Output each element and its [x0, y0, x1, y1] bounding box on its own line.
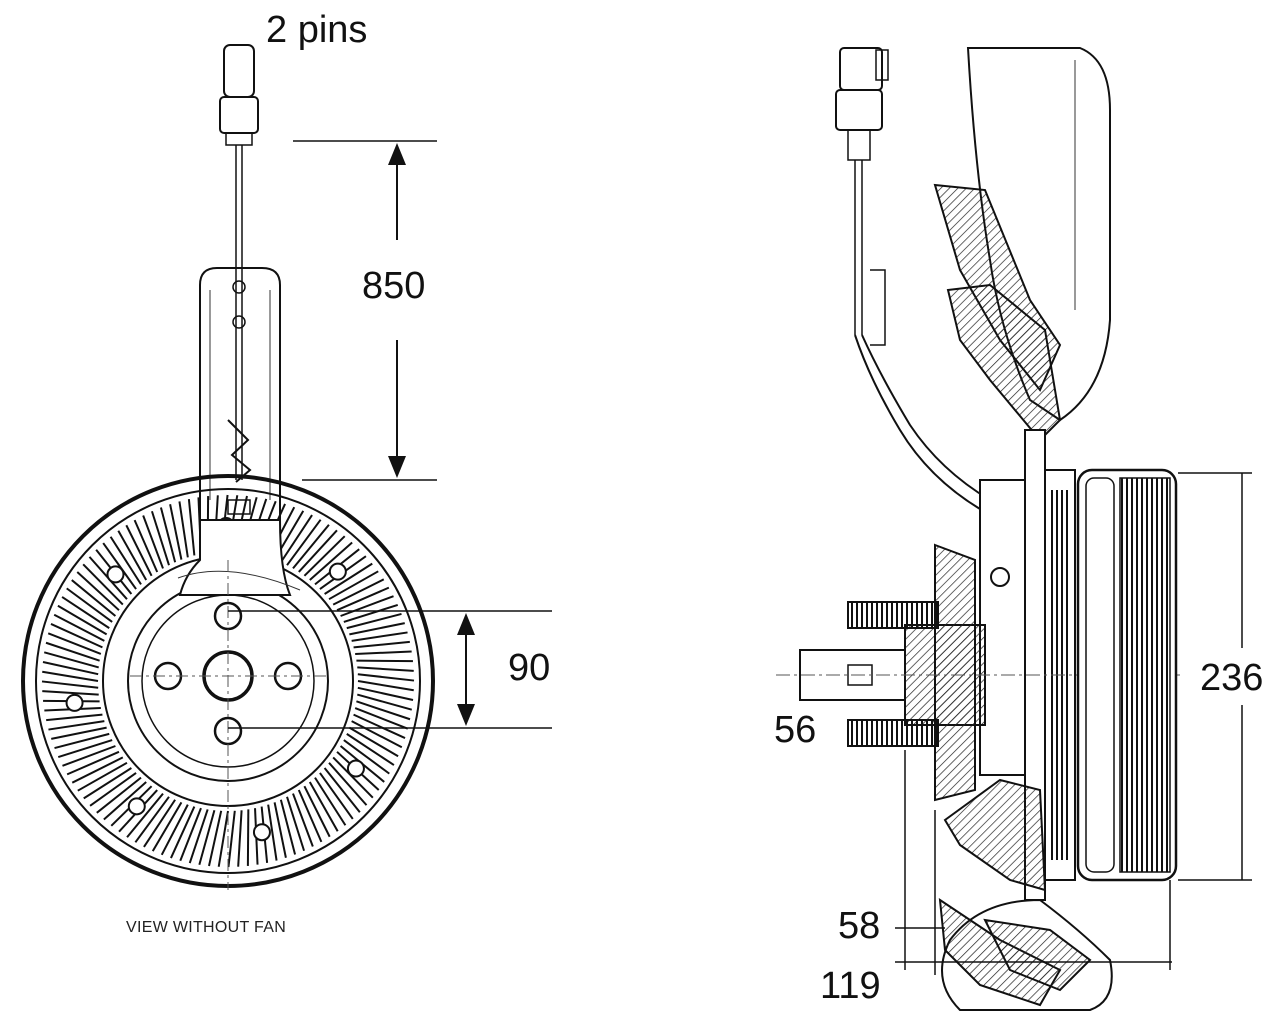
cable-length-label: 850 — [362, 265, 425, 307]
view-caption: VIEW WITHOUT FAN — [126, 919, 286, 936]
dimension-236 — [1178, 472, 1252, 881]
front-view: 2 pins 850 90 VIEW WITHOUT FAN — [21, 9, 552, 936]
dimension-850 — [293, 140, 437, 481]
dimension-58-119 — [895, 750, 1172, 975]
fan-blade-lower — [938, 778, 1113, 1011]
front-clutch-disc — [21, 474, 435, 890]
fan-blade-upper — [933, 47, 1111, 442]
front-connector — [219, 44, 259, 480]
dimension-90 — [228, 610, 552, 729]
drive-body — [1076, 468, 1178, 882]
side-view: 236 56 58 119 — [774, 47, 1263, 1011]
bolt-spacing-label: 90 — [508, 647, 550, 689]
shaft-dimension-label: 56 — [774, 709, 816, 751]
front-bracket — [199, 267, 281, 520]
connector-pins-label: 2 pins — [266, 9, 367, 51]
side-connector — [835, 47, 991, 513]
outer-diameter-label: 236 — [1200, 657, 1263, 699]
overall-depth-label: 119 — [820, 965, 881, 1007]
hub-offset-label: 58 — [838, 905, 880, 947]
